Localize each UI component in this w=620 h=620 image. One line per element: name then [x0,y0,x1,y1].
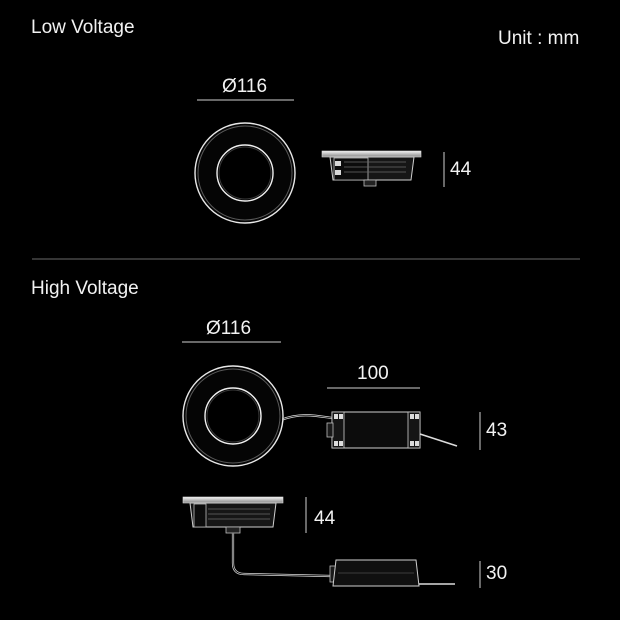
hv-driver-top-view [326,411,458,449]
section-title-low-voltage: Low Voltage [31,17,135,38]
lv-height-label: 44 [450,159,472,180]
section-title-high-voltage: High Voltage [31,278,139,299]
hv-body-height-label: 44 [314,508,336,529]
lv-side-view [321,150,422,187]
unit-label: Unit : mm [498,28,580,49]
hv-diameter-label: Ø116 [206,318,252,339]
hv-front-view [182,365,333,467]
hv-body-side-view [182,496,284,534]
hv-driver-height-label: 43 [486,420,508,441]
hv-driver-side-view [329,559,455,587]
hv-cable [231,533,331,578]
lv-front-view [194,122,296,224]
hv-driver-length-label: 100 [357,363,389,384]
lv-diameter-label: Ø116 [222,76,268,97]
hv-driver-side-height-label: 30 [486,563,508,584]
